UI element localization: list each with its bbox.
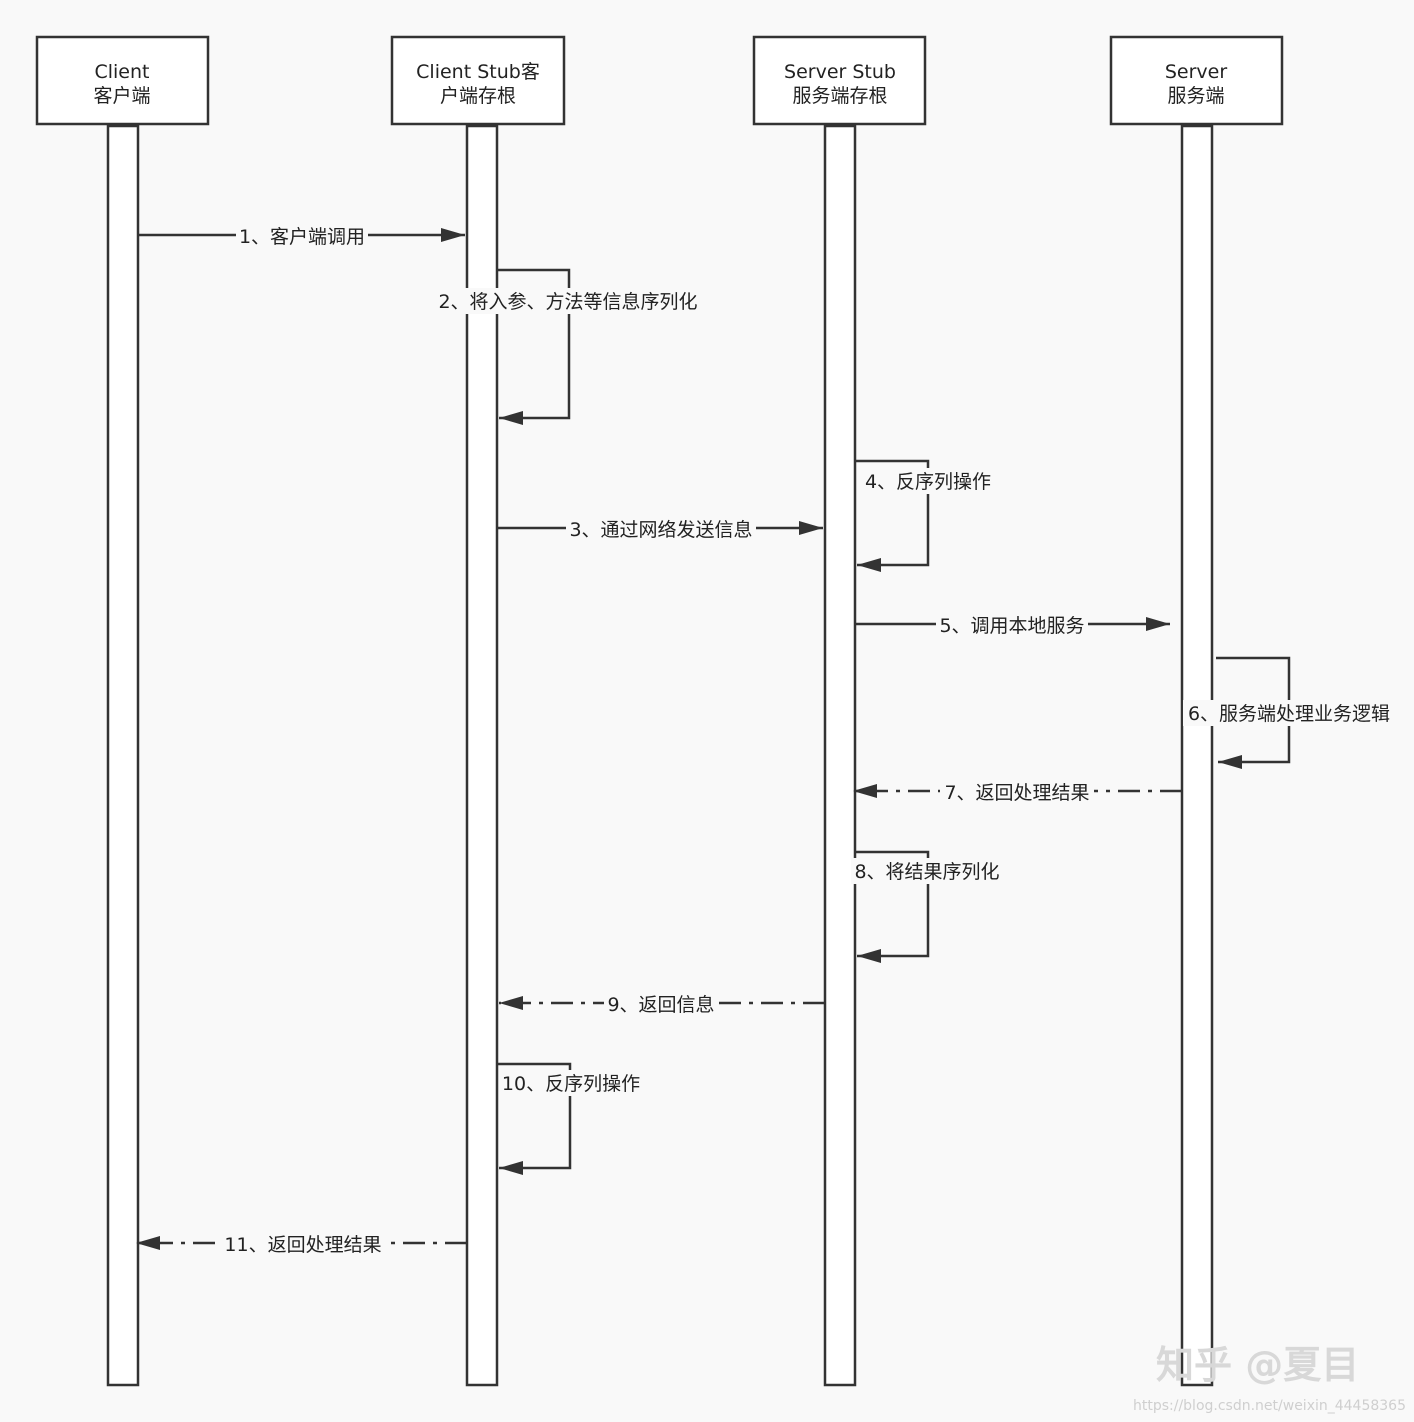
lifeline-server-stub — [823, 124, 857, 1387]
actor-client-stub: Client Stub客 户端存根 — [390, 35, 566, 1387]
message-4: 4、反序列操作 — [855, 459, 994, 572]
lifeline-client — [106, 124, 140, 1387]
message-3-label: 3、通过网络发送信息 — [569, 519, 752, 541]
message-7: 7、返回处理结果 — [853, 779, 1182, 805]
message-5: 5、调用本地服务 — [855, 612, 1170, 638]
message-1-label: 1、客户端调用 — [239, 226, 365, 248]
message-10: 10、反序列操作 — [497, 1062, 643, 1175]
message-4-label: 4、反序列操作 — [865, 471, 991, 493]
message-8-label: 8、将结果序列化 — [854, 861, 999, 883]
watermark-brand: 知乎 @夏目 — [1156, 1343, 1359, 1387]
actor-server-stub-name: Server Stub — [784, 61, 896, 83]
message-7-label: 7、返回处理结果 — [944, 782, 1089, 804]
message-11: 11、返回处理结果 — [136, 1231, 467, 1257]
message-8: 8、将结果序列化 — [851, 850, 1003, 963]
message-9-label: 9、返回信息 — [607, 994, 714, 1016]
actor-server-stub-subname: 服务端存根 — [792, 85, 887, 107]
message-10-label: 10、反序列操作 — [502, 1073, 640, 1095]
actor-client-stub-name: Client Stub客 — [416, 61, 540, 83]
message-3: 3、通过网络发送信息 — [497, 516, 823, 542]
message-6: 6、服务端处理业务逻辑 — [1183, 656, 1395, 769]
actor-client: Client 客户端 — [35, 35, 210, 1387]
lifeline-server — [1180, 124, 1214, 1387]
actor-server-subname: 服务端 — [1167, 85, 1224, 107]
actor-client-stub-subname: 户端存根 — [440, 85, 516, 107]
message-6-label: 6、服务端处理业务逻辑 — [1188, 703, 1390, 725]
message-11-label: 11、返回处理结果 — [224, 1234, 381, 1256]
actor-client-name: Client — [94, 61, 149, 83]
message-2-label: 2、将入参、方法等信息序列化 — [438, 291, 697, 313]
watermark-url: https://blog.csdn.net/weixin_44458365 — [1133, 1398, 1406, 1414]
message-2: 2、将入参、方法等信息序列化 — [433, 268, 703, 425]
message-1: 1、客户端调用 — [138, 223, 465, 249]
actor-server-name: Server — [1165, 61, 1227, 83]
lifeline-client-stub — [465, 124, 499, 1387]
actor-server: Server 服务端 — [1109, 35, 1284, 1387]
actor-server-stub: Server Stub 服务端存根 — [752, 35, 927, 1387]
message-5-label: 5、调用本地服务 — [939, 615, 1084, 637]
message-9: 9、返回信息 — [499, 991, 825, 1017]
actor-client-subname: 客户端 — [93, 85, 150, 107]
